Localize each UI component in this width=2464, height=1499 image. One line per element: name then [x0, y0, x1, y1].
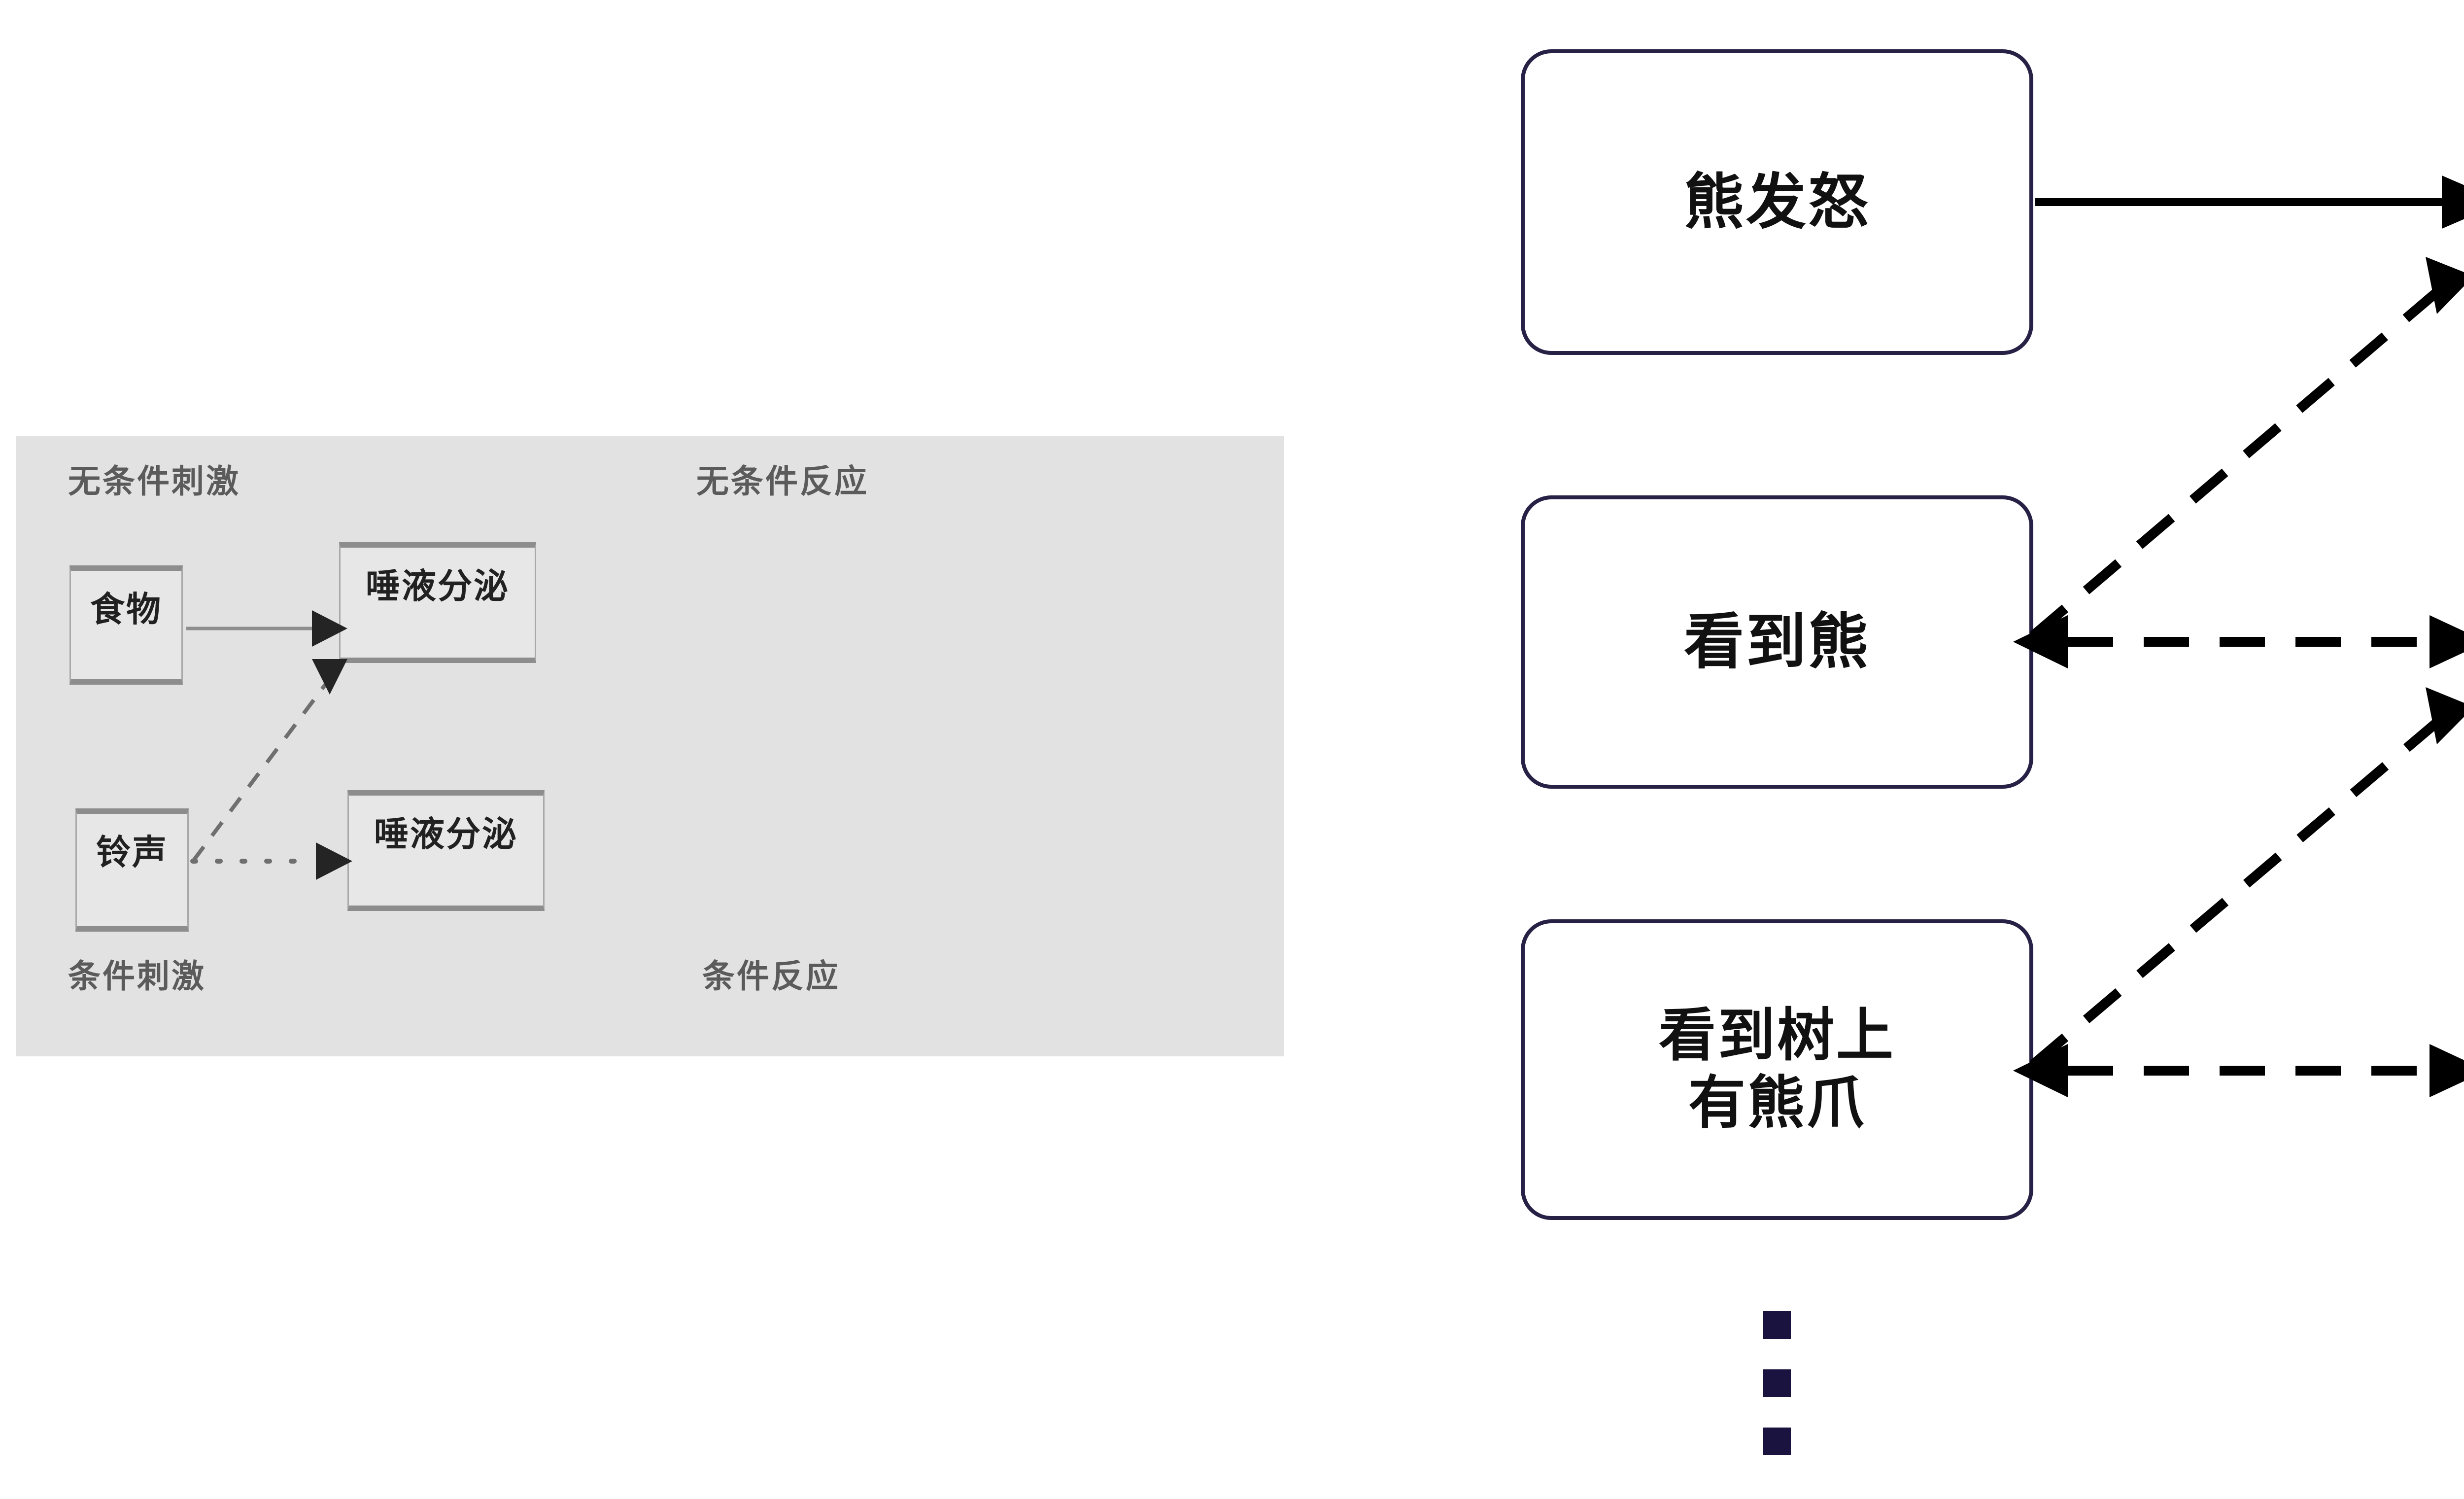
arrow-see-bear-to-v-s-prime	[2013, 615, 2464, 668]
rl-box-see-claw-line2: 有熊爪	[1688, 1070, 1866, 1136]
arrow-food-to-salivation	[186, 610, 347, 647]
label-unconditioned-stimulus: 无条件刺激	[68, 462, 240, 500]
rl-box-see-claw-line1: 看到树上	[1659, 1002, 1895, 1069]
pavlov-box-salivation-top-label: 唾液分泌	[366, 566, 510, 606]
rl-box-see-bear-label: 看到熊	[1684, 607, 1870, 677]
arrow-see-claw-to-v-s-prime	[2029, 687, 2464, 1069]
rl-box-see-bear[interactable]: 看到熊	[1521, 495, 2033, 789]
arrow-bell-to-salivation-top	[192, 659, 347, 862]
ellipsis-square	[1763, 1311, 1791, 1339]
rl-box-bear-angry-label: 熊发怒	[1684, 167, 1870, 237]
ellipsis-left-column	[1763, 1311, 1791, 1486]
arrow-bell-to-salivation-bottom	[190, 842, 352, 880]
arrow-see-bear-to-reward	[2029, 257, 2464, 640]
arrow-bear-angry-to-reward	[2035, 175, 2464, 229]
ellipsis-square	[1763, 1428, 1791, 1455]
rl-box-see-claw-label: 看到树上有熊爪	[1659, 1002, 1895, 1137]
rl-box-see-claw[interactable]: 看到树上有熊爪	[1521, 919, 2033, 1220]
pavlov-box-bell: 铃声	[75, 808, 189, 932]
label-conditioned-response: 条件反应	[702, 957, 840, 995]
rl-box-bear-angry[interactable]: 熊发怒	[1521, 49, 2033, 355]
label-unconditioned-response: 无条件反应	[696, 462, 869, 500]
pavlov-box-food: 食物	[69, 565, 183, 685]
arrow-see-claw-to-v-s	[2013, 1044, 2464, 1097]
ellipsis-square	[1763, 1369, 1791, 1397]
pavlov-box-food-label: 食物	[90, 589, 162, 629]
pavlov-box-bell-label: 铃声	[96, 832, 168, 872]
label-conditioned-stimulus: 条件刺激	[68, 957, 206, 995]
pavlov-conditioning-panel: 无条件刺激 无条件反应 条件刺激 条件反应 食物 铃声 唾液分泌 唾液分泌	[16, 436, 1284, 1056]
pavlov-box-salivation-bottom-label: 唾液分泌	[374, 814, 518, 854]
pavlov-box-salivation-bottom: 唾液分泌	[347, 790, 545, 911]
pavlov-box-salivation-top: 唾液分泌	[339, 542, 536, 663]
pavlov-arrows-layer	[186, 610, 352, 880]
